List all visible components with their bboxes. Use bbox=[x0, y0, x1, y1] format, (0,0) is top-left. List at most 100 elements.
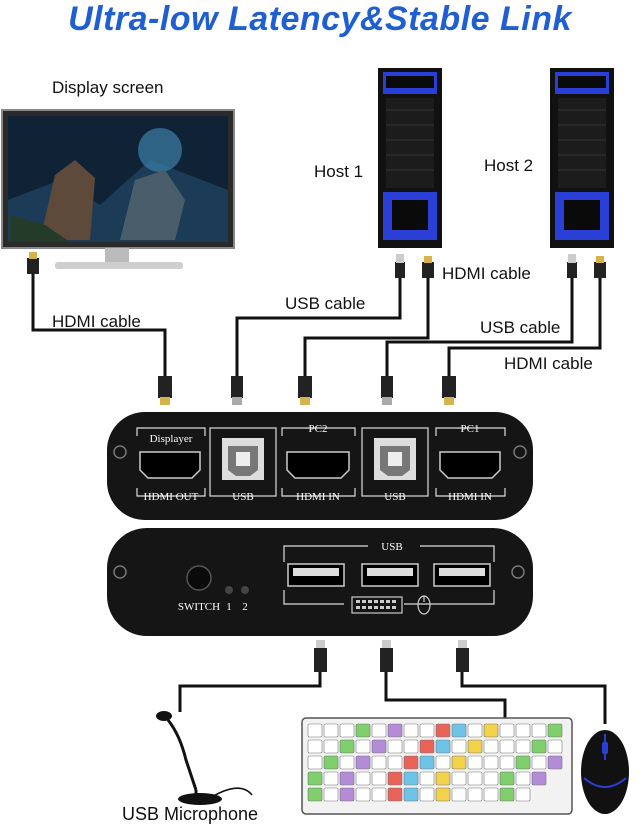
hdmi-cable-display-label: HDMI cable bbox=[52, 312, 141, 331]
keyboard-key bbox=[403, 787, 419, 802]
keyboard-key bbox=[339, 739, 355, 754]
keyboard-key bbox=[451, 787, 467, 802]
keyboard-key bbox=[355, 755, 371, 770]
keyboard-key bbox=[387, 755, 403, 770]
keyboard-key bbox=[435, 787, 451, 802]
hdmi-plug-host1 bbox=[422, 256, 434, 278]
keyboard-key bbox=[307, 787, 323, 802]
keyboard-key bbox=[355, 739, 371, 754]
keyboard-key bbox=[467, 739, 483, 754]
keyboard-key bbox=[451, 739, 467, 754]
keyboard-key bbox=[483, 755, 499, 770]
keyboard-key bbox=[371, 739, 387, 754]
keyboard-key bbox=[467, 787, 483, 802]
keyboard-key bbox=[515, 787, 531, 802]
keyboard-key bbox=[355, 723, 371, 738]
keyboard-key bbox=[403, 755, 419, 770]
bottom-cables bbox=[178, 672, 607, 724]
keyboard-key bbox=[419, 787, 435, 802]
host2-label: Host 2 bbox=[484, 156, 534, 175]
keyboard-key bbox=[483, 771, 499, 786]
keyboard-key bbox=[339, 771, 355, 786]
keyboard-key bbox=[515, 739, 531, 754]
hdmi-plug-pc1 bbox=[442, 376, 456, 405]
usb-b-plug-pc2 bbox=[231, 376, 243, 405]
keyboard-key bbox=[419, 771, 435, 786]
hdmi-plug-displayer-port bbox=[158, 376, 172, 405]
kvm-front-panel bbox=[107, 528, 533, 636]
hdmi-in-label-pc1: HDMI IN bbox=[448, 491, 492, 503]
keyboard-key bbox=[499, 755, 515, 770]
keyboard-key bbox=[419, 755, 435, 770]
usb-keyboard-device bbox=[301, 717, 573, 815]
keyboard-key bbox=[387, 771, 403, 786]
usb-port-label-pc2: USB bbox=[232, 491, 253, 503]
hdmi-out-label: HDMI OUT bbox=[144, 491, 199, 503]
keyboard-key bbox=[323, 723, 339, 738]
keyboard-key bbox=[515, 723, 531, 738]
keyboard-key bbox=[515, 771, 531, 786]
top-cables bbox=[31, 272, 602, 378]
keyboard-key bbox=[307, 755, 323, 770]
keyboard-key bbox=[339, 723, 355, 738]
usb-plug-microphone bbox=[314, 640, 327, 672]
keyboard-key bbox=[499, 771, 515, 786]
led2-label: 2 bbox=[242, 601, 248, 613]
displayer-label: Displayer bbox=[150, 433, 193, 445]
usb-plug-host2 bbox=[567, 254, 577, 278]
usb-plug-mouse bbox=[456, 640, 469, 672]
keyboard-key bbox=[467, 723, 483, 738]
keyboard-key bbox=[451, 771, 467, 786]
keyboard-key bbox=[403, 739, 419, 754]
usb-plug-host1 bbox=[395, 254, 405, 278]
led1-label: 1 bbox=[226, 601, 232, 613]
keyboard-key bbox=[323, 739, 339, 754]
usb-cable-host2-label: USB cable bbox=[480, 318, 561, 337]
keyboard-key bbox=[483, 739, 499, 754]
keyboard-key bbox=[371, 755, 387, 770]
usb-microphone-label: USB Microphone bbox=[122, 804, 259, 824]
usb-microphone-device bbox=[156, 711, 253, 805]
keyboard-key bbox=[435, 755, 451, 770]
keyboard-key bbox=[531, 723, 547, 738]
usb-plug-keyboard bbox=[380, 640, 393, 672]
keyboard-key bbox=[323, 755, 339, 770]
keyboard-key bbox=[371, 771, 387, 786]
keyboard-key bbox=[371, 723, 387, 738]
keyboard-key bbox=[307, 739, 323, 754]
keyboard-key bbox=[499, 723, 515, 738]
keyboard-key bbox=[547, 723, 563, 738]
switch-label: SWITCH bbox=[178, 601, 220, 613]
host1-label: Host 1 bbox=[314, 162, 364, 181]
keyboard-key bbox=[435, 739, 451, 754]
hdmi-in-label-pc2: HDMI IN bbox=[296, 491, 340, 503]
keyboard-key bbox=[307, 723, 323, 738]
keyboard-key bbox=[371, 787, 387, 802]
keyboard-key bbox=[435, 723, 451, 738]
keyboard-key bbox=[499, 739, 515, 754]
keyboard-key bbox=[451, 755, 467, 770]
keyboard-key bbox=[547, 739, 563, 754]
display-monitor bbox=[1, 109, 235, 269]
keyboard-key bbox=[323, 771, 339, 786]
keyboard-key bbox=[339, 755, 355, 770]
keyboard-key bbox=[355, 771, 371, 786]
hdmi-cable-host1-label: HDMI cable bbox=[442, 264, 531, 283]
keyboard-key bbox=[483, 787, 499, 802]
keyboard-key bbox=[467, 771, 483, 786]
keyboard-key bbox=[499, 787, 515, 802]
usb-mouse-device bbox=[581, 730, 629, 814]
keyboard-key bbox=[403, 771, 419, 786]
display-screen-label: Display screen bbox=[52, 78, 164, 97]
front-usb-label: USB bbox=[381, 541, 402, 553]
keyboard-key bbox=[419, 739, 435, 754]
keyboard-key bbox=[531, 771, 547, 786]
keyboard-key bbox=[467, 755, 483, 770]
keyboard-key bbox=[531, 739, 547, 754]
keyboard-key bbox=[451, 723, 467, 738]
usb-b-plug-pc1 bbox=[381, 376, 393, 405]
keyboard-key bbox=[339, 787, 355, 802]
keyboard-key bbox=[547, 755, 563, 770]
